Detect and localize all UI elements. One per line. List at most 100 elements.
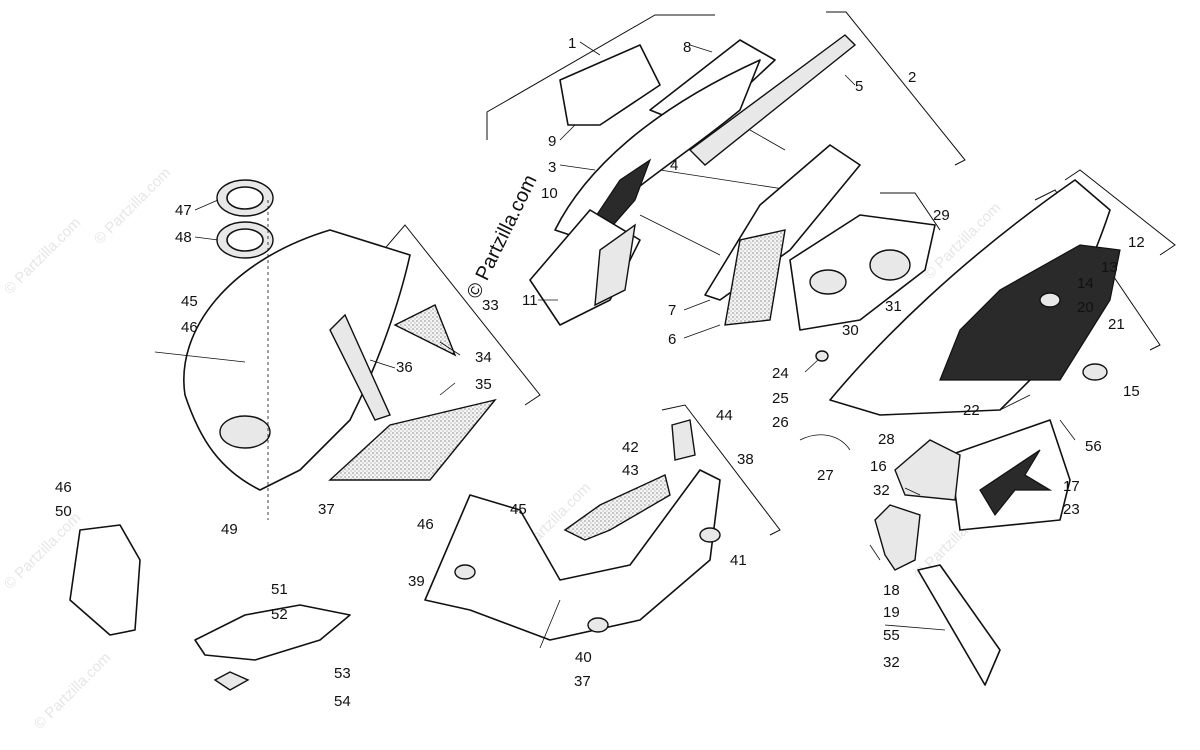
left-lower-assembly [69, 524, 351, 691]
part-39-plug [454, 564, 476, 580]
callout-14: 14 [1077, 275, 1094, 292]
callout-54: 54 [334, 693, 351, 710]
part-31-gauge [869, 249, 911, 281]
watermark-faint: © Partzilla.com [1, 509, 84, 592]
callout-6: 6 [668, 331, 676, 348]
callout-37-lower: 37 [574, 673, 591, 690]
callout-56: 56 [1085, 438, 1102, 455]
watermark-faint: © Partzilla.com [31, 649, 114, 732]
callout-29: 29 [933, 207, 950, 224]
callout-26: 26 [772, 414, 789, 431]
watermark-main: © Partzilla.com [463, 171, 542, 302]
part-48-gasket-inner [226, 228, 264, 252]
callout-18: 18 [883, 582, 900, 599]
part-55-trim [917, 564, 1001, 686]
callout-16: 16 [870, 458, 887, 475]
callout-24: 24 [772, 365, 789, 382]
part-11-lower-panel [529, 209, 641, 326]
part-23-decal [979, 449, 1053, 517]
callout-37-upper: 37 [318, 501, 335, 518]
callout-8: 8 [683, 39, 691, 56]
callout-41: 41 [730, 552, 747, 569]
part-18-bracket [874, 504, 921, 571]
callout-34: 34 [475, 349, 492, 366]
part-44-bracket [671, 419, 696, 461]
callout-4: 4 [670, 157, 678, 174]
part-50-panel [69, 524, 141, 636]
callout-labels: 1 2 3 4 5 6 7 8 9 10 11 12 13 14 15 16 1… [55, 35, 1145, 710]
callout-15: 15 [1123, 383, 1140, 400]
side-panel-assembly [799, 169, 1176, 686]
part-41-plug [699, 527, 721, 543]
callout-40: 40 [575, 649, 592, 666]
callout-12: 12 [1128, 234, 1145, 251]
callout-1: 1 [568, 35, 576, 52]
callout-7: 7 [668, 302, 676, 319]
callout-44: 44 [716, 407, 733, 424]
leader-lines [194, 41, 1076, 631]
callout-30: 30 [842, 322, 859, 339]
callout-17: 17 [1063, 478, 1080, 495]
part-24-grommet [815, 350, 829, 362]
callout-51: 51 [271, 581, 288, 598]
watermark-faint: © Partzilla.com [1, 214, 84, 297]
callout-20: 20 [1077, 299, 1094, 316]
callout-10: 10 [541, 185, 558, 202]
part-6-foam-pad [724, 229, 786, 326]
part-51-bracket [194, 604, 351, 661]
part-36-brace [329, 313, 391, 421]
part-51-base [213, 671, 250, 691]
callout-31: 31 [885, 298, 902, 315]
callout-3: 3 [548, 159, 556, 176]
callout-42: 42 [622, 439, 639, 456]
callout-28: 28 [878, 431, 895, 448]
part-34-pad [393, 304, 457, 357]
callout-33: 33 [482, 297, 499, 314]
callout-39: 39 [408, 573, 425, 590]
callout-25: 25 [772, 390, 789, 407]
part-40-plug [587, 617, 609, 633]
belly-pan-assembly [424, 404, 781, 649]
windshield-assembly [486, 11, 966, 331]
callout-46-left: 46 [55, 479, 72, 496]
part-15-plug [1082, 363, 1108, 381]
hood-vent-left [219, 415, 271, 449]
callout-46-pan: 46 [417, 516, 434, 533]
callout-45-pan: 45 [510, 501, 527, 518]
callout-32-upper: 32 [873, 482, 890, 499]
part-5-molding [688, 34, 857, 166]
callout-32-lower: 32 [883, 654, 900, 671]
callout-35: 35 [475, 376, 492, 393]
callout-38: 38 [737, 451, 754, 468]
watermark-faint: © Partzilla.com [91, 164, 174, 247]
callout-19: 19 [883, 604, 900, 621]
callout-13: 13 [1101, 259, 1118, 276]
callout-43: 43 [622, 462, 639, 479]
callout-5: 5 [855, 78, 863, 95]
part-9-panel [559, 44, 661, 126]
callout-50: 50 [55, 503, 72, 520]
callout-27: 27 [817, 467, 834, 484]
callout-23: 23 [1063, 501, 1080, 518]
part-47-gasket-inner [226, 186, 264, 210]
callout-45-hood: 45 [181, 293, 198, 310]
callout-47: 47 [175, 202, 192, 219]
part-10-bracket [594, 223, 636, 307]
callout-11: 11 [522, 292, 538, 309]
part-13-decal [939, 244, 1121, 381]
callout-21: 21 [1108, 316, 1125, 333]
hood-assembly [154, 179, 541, 520]
callout-48: 48 [175, 229, 192, 246]
callout-49: 49 [221, 521, 238, 538]
part-14-plug [1039, 292, 1061, 308]
part-39-belly-pan [424, 469, 721, 641]
part-35-pad [328, 398, 497, 481]
callout-52: 52 [271, 606, 288, 623]
callout-55: 55 [883, 627, 900, 644]
callout-53: 53 [334, 665, 351, 682]
callout-9: 9 [548, 133, 556, 150]
part-30-gauge [809, 269, 847, 295]
part-29-cover [789, 214, 936, 331]
callout-36: 36 [396, 359, 413, 376]
